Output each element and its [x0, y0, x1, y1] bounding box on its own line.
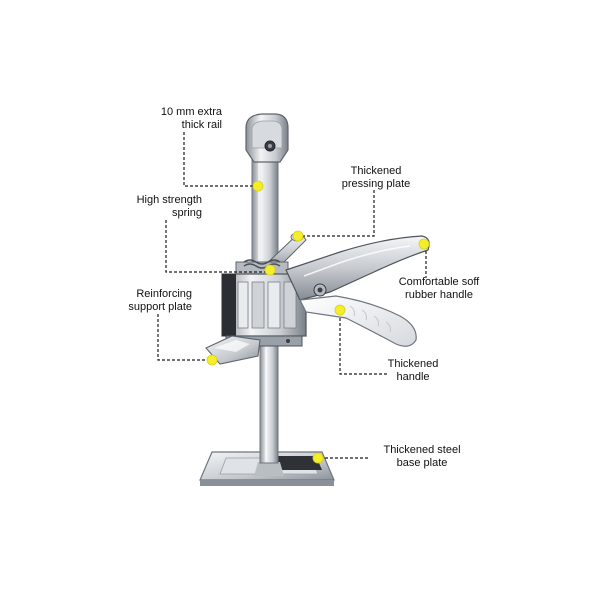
dot-spring: [264, 264, 276, 276]
base-plate: [199, 451, 335, 486]
leader-spring: [165, 220, 268, 273]
label-support-plate: Reinforcing support plate: [128, 288, 192, 313]
dot-rubber-handle: [418, 238, 430, 250]
upper-handle-arm: [285, 235, 430, 301]
dot-support-plate: [206, 354, 218, 366]
leader-rail: [183, 132, 258, 187]
dot-base-plate: [312, 452, 324, 464]
label-handle: Thickened handle: [387, 358, 439, 383]
leader-lines: [157, 132, 427, 459]
dot-rail: [252, 180, 264, 192]
dot-handle: [334, 304, 346, 316]
dot-pressing-plate: [292, 230, 304, 242]
clamp-body: [221, 273, 307, 347]
label-base-plate: Thickened steel base plate: [383, 444, 461, 469]
label-spring: High strength spring: [136, 194, 202, 219]
leader-pressing-plate: [300, 190, 375, 237]
support-plate: [205, 335, 261, 365]
spring: [243, 259, 281, 269]
label-rail: 10 mm extra thick rail: [160, 106, 222, 131]
upper-rail: [245, 113, 289, 271]
rubber-handle-grip: [299, 295, 417, 347]
lower-rail: [259, 344, 279, 464]
callout-dots: [206, 180, 430, 464]
label-rubber-handle: Comfortable soff rubber handle: [398, 276, 480, 301]
label-pressing-plate: Thickened pressing plate: [341, 165, 411, 190]
leader-support-plate: [157, 314, 212, 361]
leader-handle: [339, 318, 388, 375]
